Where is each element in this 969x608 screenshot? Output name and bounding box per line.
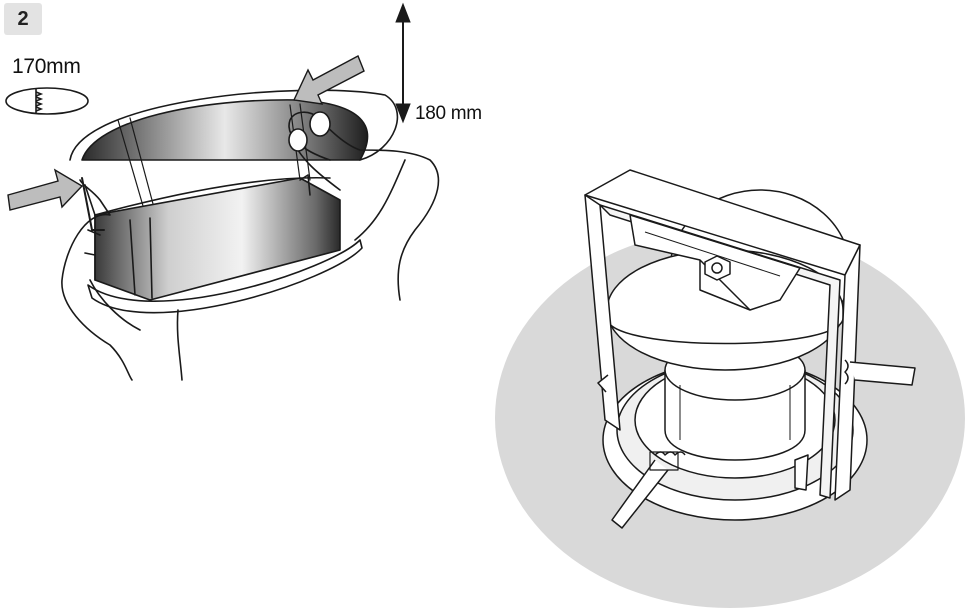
double-arrow-vertical-icon — [395, 2, 411, 124]
hands-squeezing-fixture-illustration — [61, 89, 440, 381]
recessed-downlight-illustration — [495, 169, 965, 608]
push-arrow-icon — [7, 55, 365, 211]
spring-clip-right — [844, 359, 916, 386]
spring-clip-left — [611, 451, 686, 529]
cutout-diameter-label: 170mm — [12, 55, 81, 78]
hole-saw-cutout-icon — [5, 87, 89, 115]
step-number: 2 — [17, 7, 29, 30]
height-dimension-label: 180 mm — [415, 103, 482, 124]
step-number-badge: 2 — [4, 3, 42, 35]
